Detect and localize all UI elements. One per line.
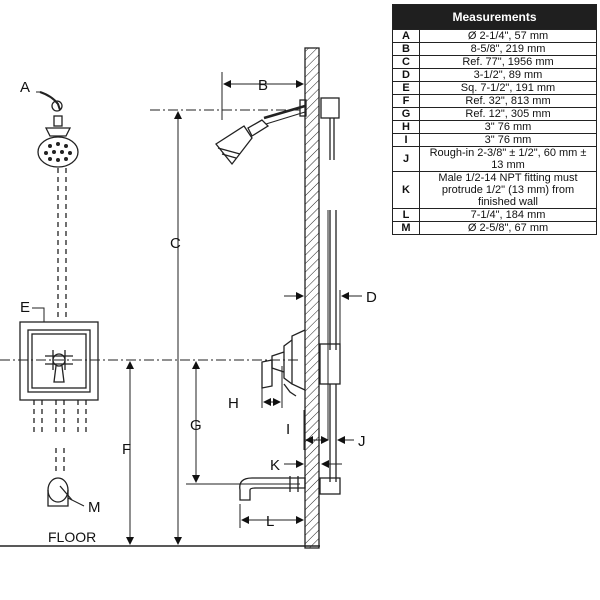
row-value: Ref. 32", 813 mm bbox=[419, 94, 597, 108]
label-h: H bbox=[228, 395, 239, 412]
row-value: 7-1/4", 184 mm bbox=[419, 208, 597, 222]
side-view bbox=[215, 97, 341, 501]
label-c: C bbox=[170, 235, 181, 252]
label-g: G bbox=[190, 417, 202, 434]
front-view bbox=[19, 91, 99, 507]
row-value: 3" 76 mm bbox=[419, 120, 597, 134]
shower-head-side bbox=[215, 125, 253, 166]
spout-front bbox=[47, 477, 69, 503]
row-value: Rough-in 2-3/8" ± 1/2", 60 mm ± 13 mm bbox=[419, 146, 597, 172]
row-key: A bbox=[392, 29, 420, 43]
measurements-title: Measurements bbox=[392, 4, 597, 30]
row-key: F bbox=[392, 94, 420, 108]
label-a: A bbox=[20, 79, 30, 96]
label-f: F bbox=[122, 441, 131, 458]
label-i: I bbox=[286, 421, 290, 438]
wall bbox=[304, 47, 320, 549]
shower-head-front bbox=[37, 136, 79, 168]
trim-plate bbox=[19, 321, 99, 401]
shower-arm-flange bbox=[51, 100, 63, 112]
row-value: Ø 2-5/8", 67 mm bbox=[419, 221, 597, 235]
row-value: Male 1/2-14 NPT fitting must protrude 1/… bbox=[419, 171, 597, 209]
label-m: M bbox=[88, 499, 101, 516]
row-key: G bbox=[392, 107, 420, 121]
row-key: J bbox=[392, 146, 420, 172]
row-key: E bbox=[392, 81, 420, 95]
row-value: 3-1/2", 89 mm bbox=[419, 68, 597, 82]
row-value: 3" 76 mm bbox=[419, 133, 597, 147]
label-d: D bbox=[366, 289, 377, 306]
row-key: M bbox=[392, 221, 420, 235]
row-value: Ref. 12", 305 mm bbox=[419, 107, 597, 121]
label-e: E bbox=[20, 299, 30, 316]
row-value: Sq. 7-1/2", 191 mm bbox=[419, 81, 597, 95]
label-k: K bbox=[270, 457, 280, 474]
tub-spout-side bbox=[239, 477, 306, 501]
label-j: J bbox=[358, 433, 366, 450]
row-value: Ø 2-1/4", 57 mm bbox=[419, 29, 597, 43]
floor-label: FLOOR bbox=[48, 529, 96, 545]
row-key: B bbox=[392, 42, 420, 56]
label-b: B bbox=[258, 77, 268, 94]
row-key: C bbox=[392, 55, 420, 69]
row-value: 8-5/8", 219 mm bbox=[419, 42, 597, 56]
row-key: D bbox=[392, 68, 420, 82]
row-key: H bbox=[392, 120, 420, 134]
row-key: I bbox=[392, 133, 420, 147]
row-key: L bbox=[392, 208, 420, 222]
label-l: L bbox=[266, 513, 274, 530]
row-value: Ref. 77", 1956 mm bbox=[419, 55, 597, 69]
row-key: K bbox=[392, 171, 420, 209]
